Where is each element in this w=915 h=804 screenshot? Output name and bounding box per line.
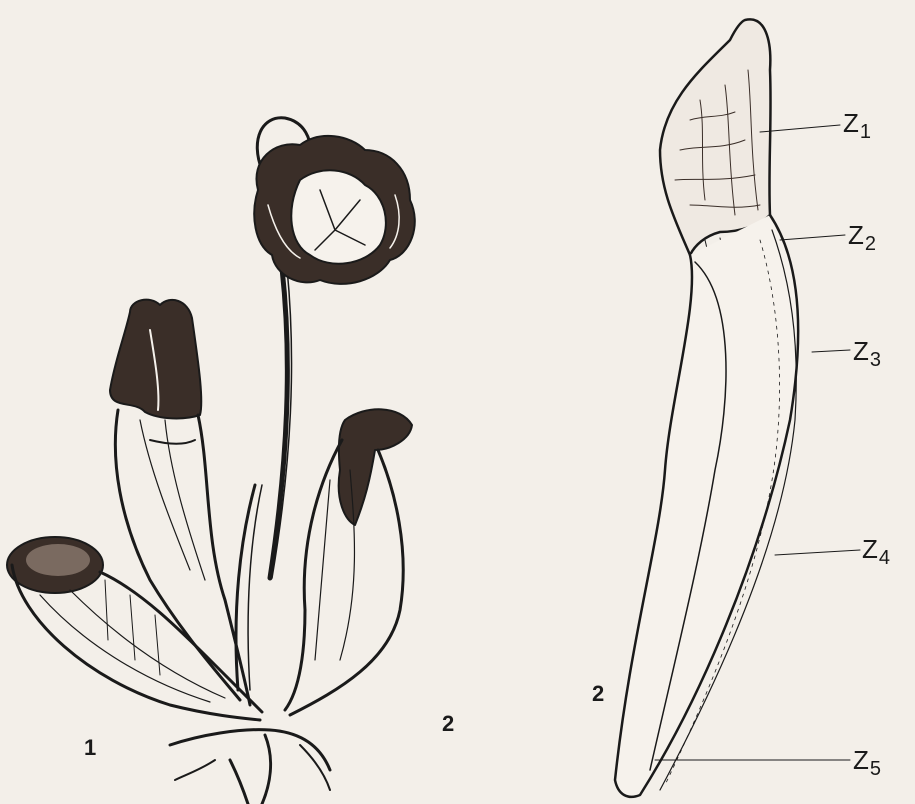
panel-number-2-left: 2 xyxy=(442,713,454,735)
upright-pitcher-left xyxy=(110,300,250,705)
pitcher-hood xyxy=(660,19,771,255)
panel-number-2-right: 2 xyxy=(592,683,604,705)
panel-number-1: 1 xyxy=(84,737,96,759)
zone-label-z5: Z5 xyxy=(853,747,882,779)
flower-head xyxy=(254,136,415,284)
zone-label-z3: Z3 xyxy=(853,338,882,370)
open-pitcher xyxy=(7,537,262,720)
zone-label-z4: Z4 xyxy=(862,536,891,568)
zone-label-z2: Z2 xyxy=(848,222,877,254)
zone-label-z1: Z1 xyxy=(843,110,872,142)
pitcher-tube xyxy=(615,215,798,797)
pitcher-section-drawing xyxy=(615,19,798,797)
upright-pitcher-right xyxy=(285,409,412,715)
whole-plant-drawing xyxy=(7,118,415,804)
